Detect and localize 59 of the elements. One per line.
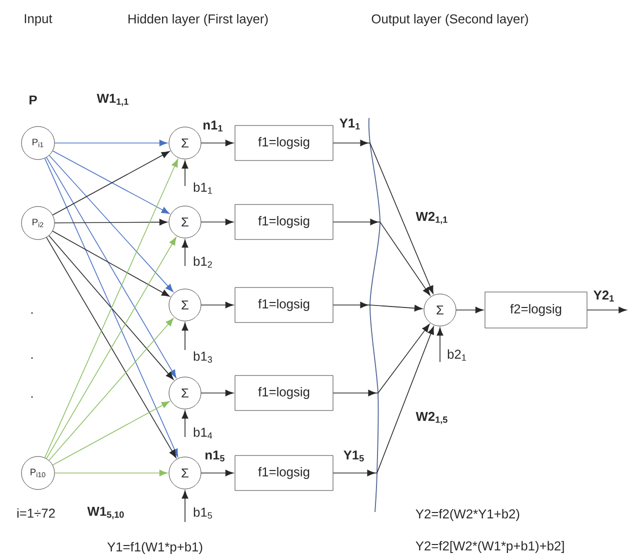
transfer-function-box: f1=logsig bbox=[234, 455, 334, 491]
edge-label: b1$_{3}$ bbox=[192, 350, 214, 364]
arrow bbox=[52, 230, 170, 297]
edge-label: b1$_{4}$ bbox=[192, 426, 214, 440]
arrow bbox=[182, 240, 188, 266]
weight-label: W2$_{1,1}$ bbox=[416, 212, 448, 224]
arrow bbox=[182, 490, 188, 522]
arrow bbox=[54, 140, 168, 146]
edge-label: b1$_{2}$ bbox=[192, 255, 214, 269]
arrow bbox=[332, 326, 434, 476]
arrow bbox=[200, 470, 234, 476]
edge-label: b1$_{1}$ bbox=[192, 181, 214, 195]
transfer-function-box: f1=logsig bbox=[234, 204, 334, 240]
transfer-function-box: f1=logsig bbox=[234, 375, 334, 411]
arrow bbox=[332, 140, 434, 294]
edge-label: Y1$_{1}$ bbox=[338, 117, 362, 131]
transfer-function-box: f1=logsig bbox=[234, 287, 334, 323]
arrow bbox=[52, 401, 170, 466]
edge-label: b1$_{5}$ bbox=[192, 506, 214, 520]
edge-label: Y1$_{5}$ bbox=[342, 449, 366, 463]
weight-label: W1$_{1,1}$ bbox=[96, 94, 128, 106]
arrow bbox=[332, 302, 423, 312]
ellipsis-dot: . bbox=[31, 396, 33, 398]
arrow bbox=[456, 306, 484, 314]
arrow bbox=[48, 154, 174, 292]
weight-label: W1$_{5,10}$ bbox=[87, 506, 124, 520]
edge-label: Y2$_{1}$ bbox=[592, 289, 616, 303]
arrow bbox=[54, 218, 168, 226]
index-range-label: i=1÷72 bbox=[17, 508, 55, 518]
arrow bbox=[182, 410, 188, 438]
arrow bbox=[182, 322, 188, 350]
arrow bbox=[200, 302, 234, 308]
arrow bbox=[332, 218, 430, 296]
arrow bbox=[586, 306, 627, 314]
arrow bbox=[182, 160, 188, 186]
arrow bbox=[332, 324, 430, 396]
ellipsis-dot: . bbox=[31, 312, 33, 314]
arrow bbox=[48, 235, 174, 380]
vector-label: P bbox=[30, 96, 37, 104]
column-heading: Hidden layer (First layer) bbox=[128, 14, 268, 26]
edge-label: n1$_{5}$ bbox=[204, 449, 226, 463]
column-heading: Input bbox=[24, 14, 52, 26]
ellipsis-dot: . bbox=[31, 357, 33, 359]
formula-text: Y2=f2(W2*Y1+b2) bbox=[416, 509, 520, 521]
arrow bbox=[46, 157, 176, 378]
transfer-function-box: f1=logsig bbox=[234, 125, 334, 161]
formula-text: Y1=f1(W1*p+b1) bbox=[107, 542, 202, 554]
arrow bbox=[436, 328, 444, 362]
transfer-function-box: f2=logsig bbox=[484, 292, 588, 328]
arrow bbox=[48, 318, 174, 461]
formula-text: Y2=f2[W2*(W1*p+b1)+b2] bbox=[416, 541, 564, 553]
weight-label: W2$_{1,5}$ bbox=[416, 412, 448, 424]
arrow bbox=[200, 390, 234, 396]
column-heading: Output layer (Second layer) bbox=[372, 14, 528, 26]
edge-label: b2$_{1}$ bbox=[446, 348, 468, 362]
arrow bbox=[200, 218, 234, 226]
arrow bbox=[54, 470, 168, 476]
edge-label: n1$_{1}$ bbox=[202, 119, 224, 133]
arrow bbox=[200, 140, 234, 146]
